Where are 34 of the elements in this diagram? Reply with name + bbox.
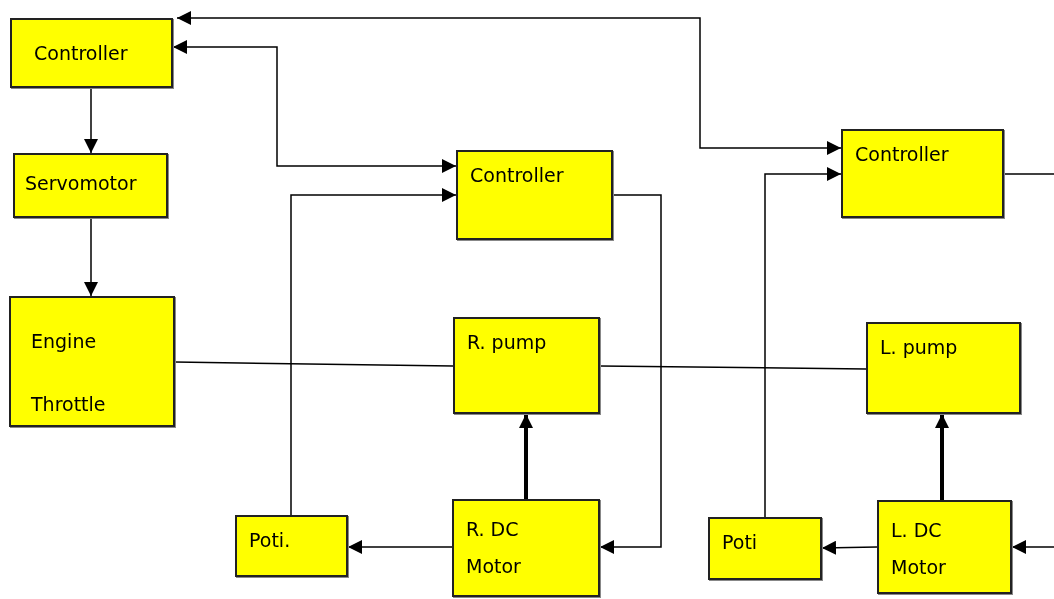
block-box — [13, 153, 168, 218]
block-label: Controller — [34, 42, 129, 65]
arrow — [821, 540, 878, 555]
block-label: Poti. — [249, 529, 292, 552]
arrow — [176, 11, 842, 155]
block-box — [452, 499, 600, 597]
arrow — [1011, 540, 1054, 554]
arrow — [519, 414, 533, 499]
arrow — [84, 217, 98, 297]
block-box — [708, 517, 822, 580]
block-label: L. DC Motor — [891, 518, 947, 581]
block-box — [9, 296, 175, 427]
arrow — [764, 167, 842, 518]
block-label: L. pump — [880, 336, 959, 359]
block-box — [10, 18, 173, 88]
block-label: Poti — [722, 531, 759, 554]
block-label: R. DC Motor — [466, 517, 522, 580]
block-box — [866, 322, 1021, 414]
block-label: Engine Throttle — [31, 329, 107, 417]
arrow — [347, 540, 453, 554]
block-box — [235, 515, 348, 577]
block-label: Servomotor — [25, 172, 138, 195]
block-label: Controller — [855, 143, 950, 166]
block-label: Controller — [470, 164, 565, 187]
block-box — [453, 317, 600, 414]
arrow — [599, 194, 662, 554]
block-label: R. pump — [467, 331, 548, 354]
arrow — [172, 40, 457, 173]
arrow — [290, 188, 457, 516]
block-box — [877, 500, 1012, 594]
arrow — [84, 87, 98, 154]
arrow — [935, 414, 949, 500]
block-box — [841, 129, 1004, 218]
block-box — [456, 150, 613, 240]
